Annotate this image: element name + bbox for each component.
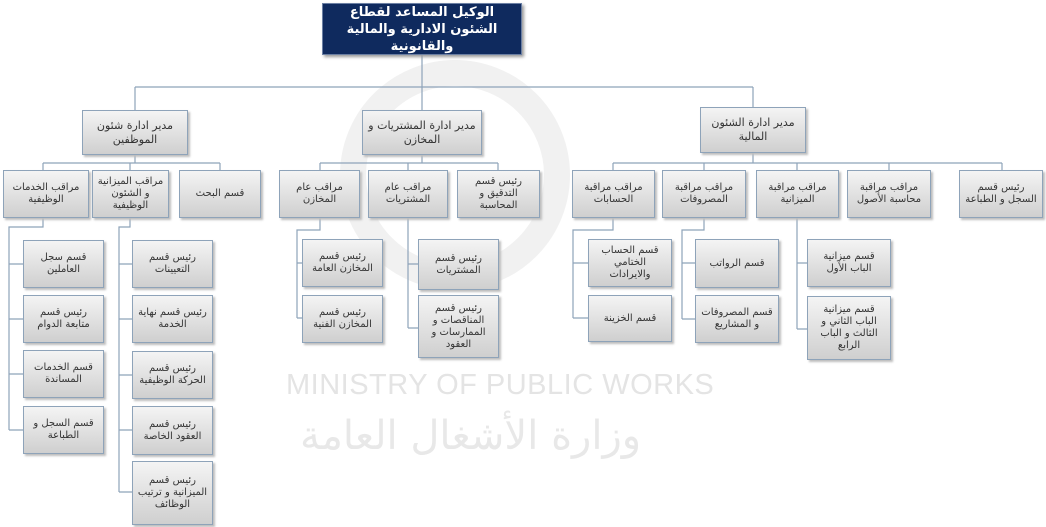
procurement-section-node[interactable]: رئيس قسم المناقصات و الممارسات و العقود [418, 295, 499, 358]
procurement-manager-node[interactable]: مدير ادارة المشتريات و المخازن [362, 110, 482, 155]
hr-section-node[interactable]: رئيس قسم الميزانية و ترتيب الوظائف [132, 461, 213, 525]
hr-unit-node[interactable]: مراقب الميزانية و الشئون الوظيفية [92, 170, 169, 218]
hr-section-node[interactable]: قسم الخدمات المساندة [23, 350, 104, 398]
hr-section-node[interactable]: رئيس قسم نهاية الخدمة [132, 295, 213, 343]
hr-section-node[interactable]: رئيس قسم التعيينات [132, 240, 213, 288]
procurement-section-node[interactable]: رئيس قسم المشتريات [418, 239, 499, 290]
hr-unit-node[interactable]: مراقب الخدمات الوظيفية [3, 170, 89, 218]
hr-section-node[interactable]: رئيس قسم متابعة الدوام [23, 295, 104, 343]
hr-section-node[interactable]: رئيس قسم الحركة الوظيفية [132, 351, 213, 399]
finance-unit-node[interactable]: مراقب مراقبة الميزانية [756, 170, 839, 218]
hr-section-node[interactable]: قسم السجل و الطباعة [23, 406, 104, 454]
procurement-unit-node[interactable]: مراقب عام المخازن [279, 170, 360, 218]
hr-manager-node[interactable]: مدير ادارة شئون الموظفين [82, 110, 188, 155]
finance-unit-node[interactable]: مراقب مراقبة الحسابات [572, 170, 655, 218]
finance-section-node[interactable]: قسم ميزانية الباب الثاني و الثالث و البا… [807, 296, 891, 360]
hr-section-node[interactable]: قسم سجل العاملين [23, 240, 104, 288]
finance-section-node[interactable]: قسم الحساب الختامي والايرادات [588, 239, 672, 287]
finance-unit-node[interactable]: مراقب مراقبة محاسبة الأصول [847, 170, 931, 218]
procurement-unit-node[interactable]: رئيس قسم التدقيق و المحاسبة [457, 170, 540, 218]
finance-section-node[interactable]: قسم الرواتب [695, 239, 779, 288]
hr-section-node[interactable]: رئيس قسم العقود الخاصة [132, 406, 213, 455]
finance-section-node[interactable]: قسم المصروفات و المشاريع [695, 295, 779, 343]
procurement-section-node[interactable]: رئيس قسم المخازن الفنية [302, 295, 383, 343]
finance-section-node[interactable]: قسم الخزينة [588, 295, 672, 342]
procurement-section-node[interactable]: رئيس قسم المخازن العامة [302, 239, 383, 287]
root-node[interactable]: الوكيل المساعد لقطاع الشئون الادارية وال… [322, 3, 522, 55]
finance-section-node[interactable]: قسم ميزانية الباب الأول [807, 239, 891, 287]
finance-unit-node[interactable]: رئيس قسم السجل و الطباعة [959, 170, 1043, 218]
finance-manager-node[interactable]: مدير ادارة الشئون المالية [700, 107, 806, 153]
hr-unit-node[interactable]: قسم البحث [179, 170, 261, 218]
procurement-unit-node[interactable]: مراقب عام المشتريات [368, 170, 448, 218]
finance-unit-node[interactable]: مراقب مراقبة المصروفات [662, 170, 746, 218]
